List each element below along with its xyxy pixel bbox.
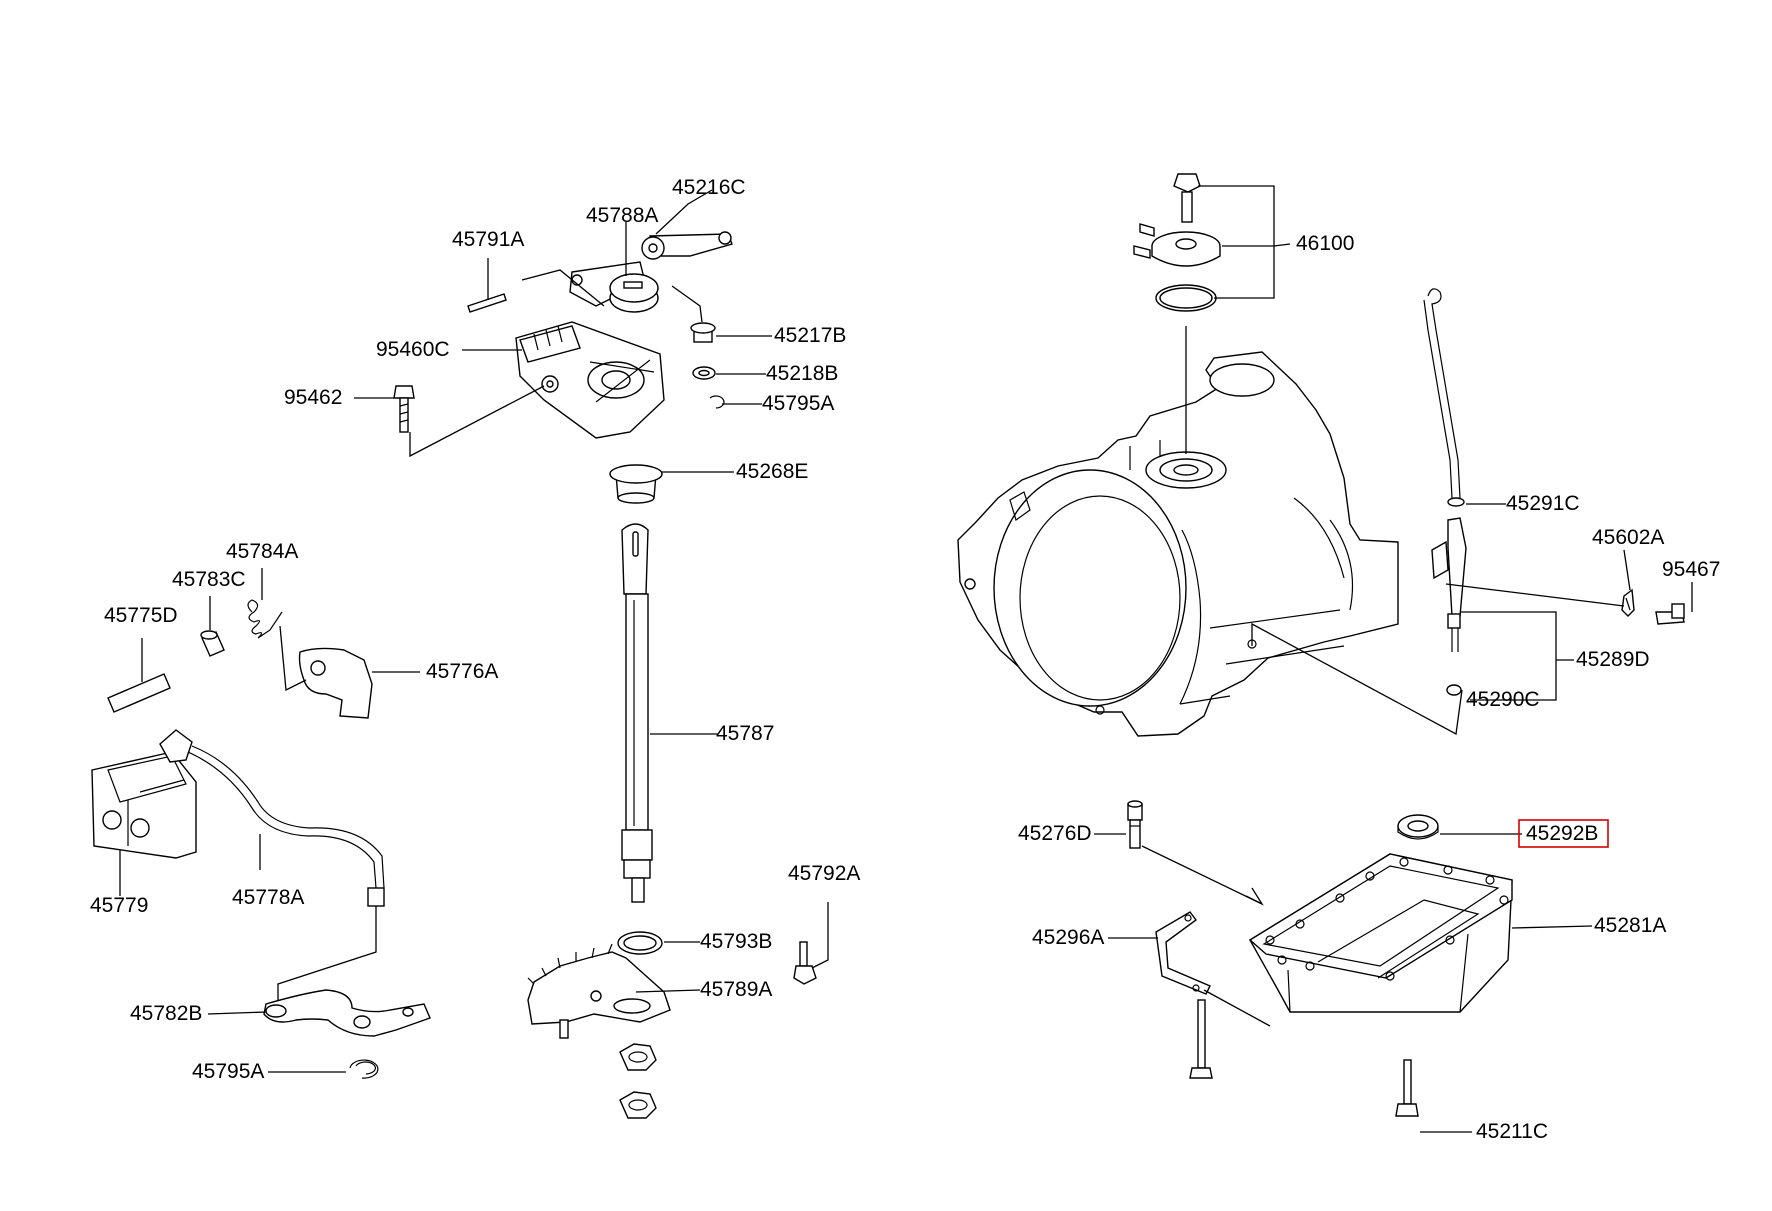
label-45791A[interactable]: 45791A [452,228,524,251]
pin-45775D[interactable] [107,673,171,713]
bushing-45217B[interactable] [690,322,716,343]
bracket-45296A[interactable] [1155,911,1211,995]
label-45789A[interactable]: 45789A [700,978,772,1001]
label-45795A-bottom[interactable]: 45795A [192,1060,264,1083]
label-45784A[interactable]: 45784A [226,540,298,563]
cable-45778A[interactable] [159,729,385,907]
bushing-45268E[interactable] [609,464,663,504]
label-45792A[interactable]: 45792A [788,862,860,885]
bracket-45779[interactable] [91,751,197,859]
washer-45218B[interactable] [692,366,716,380]
label-45788A[interactable]: 45788A [586,204,658,227]
label-45218B[interactable]: 45218B [766,362,838,385]
label-45775D[interactable]: 45775D [104,604,178,627]
o-ring-45290C[interactable] [1446,684,1462,696]
spring-45784A[interactable] [247,599,283,639]
bolt-46100[interactable] [1173,173,1201,223]
manual-lever-45788A[interactable] [569,261,659,313]
label-45779[interactable]: 45779 [90,894,148,917]
bolt-95462[interactable] [393,385,415,433]
label-45276D[interactable]: 45276D [1018,822,1092,845]
label-45268E[interactable]: 45268E [736,460,808,483]
bolt-95467[interactable] [1655,603,1685,625]
o-ring-45793B[interactable] [617,931,663,955]
lever-45216C[interactable] [641,231,733,260]
label-95462[interactable]: 95462 [284,386,342,409]
label-45296A[interactable]: 45296A [1032,926,1104,949]
label-45782B[interactable]: 45782B [130,1002,202,1025]
leader-lines [119,185,1693,1133]
drain-gasket-45292B[interactable] [1397,814,1439,840]
roller-45783C[interactable] [200,630,225,657]
label-45776A[interactable]: 45776A [426,660,498,683]
speed-sensor-46100[interactable] [1133,223,1221,267]
inhibitor-switch-95460C[interactable] [515,321,665,439]
dipstick-tube-45289D[interactable] [1431,517,1467,652]
label-45290C[interactable]: 45290C [1466,688,1540,711]
label-45289D[interactable]: 45289D [1576,648,1650,671]
bolt-45792A[interactable] [793,941,817,985]
part-labels: 45216C 45788A 45791A 95460C 45217B 95462… [90,176,1720,1143]
clip-45795A-top[interactable] [709,395,725,409]
nut-lower[interactable] [619,1091,657,1119]
o-ring-46100[interactable] [1155,284,1217,312]
label-45795A-top[interactable]: 45795A [762,392,834,415]
oil-pan-45281A[interactable] [1248,853,1513,1013]
label-45787[interactable]: 45787 [716,722,774,745]
highlight-box-45292B [1518,819,1609,848]
label-95467[interactable]: 95467 [1662,558,1720,581]
lever-45782B[interactable] [263,989,431,1037]
nut-upper[interactable] [619,1043,657,1071]
label-45602A[interactable]: 45602A [1592,526,1664,549]
label-45783C[interactable]: 45783C [172,568,246,591]
label-45793B[interactable]: 45793B [700,930,772,953]
dipstick-45291C[interactable] [1423,288,1465,507]
label-45292B[interactable]: 45292B [1526,822,1598,845]
transaxle-case [957,351,1399,737]
label-45778A[interactable]: 45778A [232,886,304,909]
label-46100[interactable]: 46100 [1296,232,1354,255]
label-95460C[interactable]: 95460C [376,338,450,361]
detent-plate-45789A[interactable] [527,943,671,1039]
label-45211C[interactable]: 45211C [1476,1120,1548,1143]
label-45281A[interactable]: 45281A [1594,914,1666,937]
clip-45795A-bottom[interactable] [349,1059,379,1079]
label-45216C[interactable]: 45216C [672,176,746,199]
label-45217B[interactable]: 45217B [774,324,846,347]
bolt-under-bracket[interactable] [1189,999,1213,1079]
bolt-45211C[interactable] [1395,1059,1419,1117]
label-45291C[interactable]: 45291C [1506,492,1580,515]
stud-45276D[interactable] [1127,800,1143,849]
clip-45602A[interactable] [1621,588,1635,617]
detent-lever-45776A[interactable] [298,647,373,719]
pin-45791A[interactable] [467,293,507,313]
manual-shaft-45787[interactable] [621,523,653,903]
